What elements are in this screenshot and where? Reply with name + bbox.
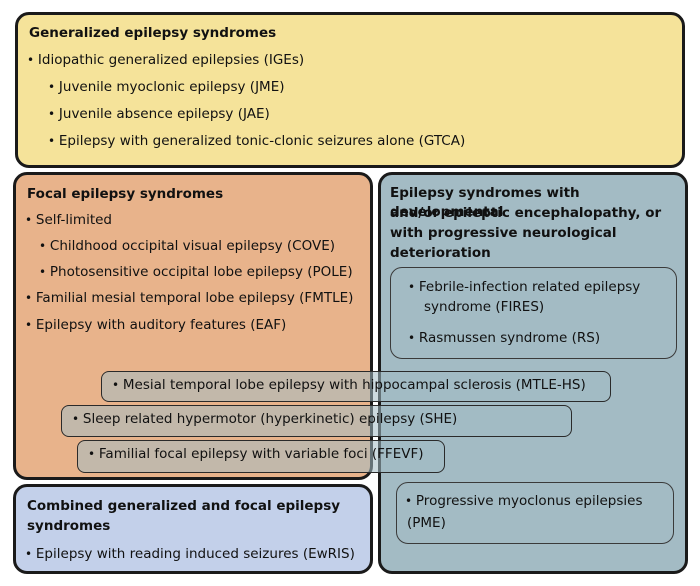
generalized-item-jme: • Juvenile myoclonic epilepsy (JME) (48, 79, 285, 95)
dee-title-line-2: and/or epileptic encephalopathy, or (390, 205, 662, 221)
dee-item-fires-line-1: • Febrile-infection related epilepsy (408, 279, 641, 295)
focal-item-self-limited: • Self-limited (25, 212, 112, 228)
dee-title-line-1: Epilepsy syndromes with developmental (390, 185, 580, 220)
bullet-icon: • (25, 318, 36, 332)
bullet-icon: • (408, 331, 419, 345)
pme-line-1: • Progressive myoclonus epilepsies (405, 493, 643, 509)
bullet-icon: • (88, 447, 99, 461)
dee-item-fires-line-2: syndrome (FIRES) (424, 299, 545, 315)
combined-title-line-1: Combined generalized and focal epilepsy (27, 498, 341, 514)
bullet-icon: • (27, 53, 38, 67)
dee-title-line-4: deterioration (390, 245, 491, 261)
bullet-icon: • (25, 291, 36, 305)
overlap-item-mtle-hs: • Mesial temporal lobe epilepsy with hip… (101, 371, 611, 402)
bullet-icon: • (25, 213, 36, 227)
generalized-title: Generalized epilepsy syndromes (29, 25, 277, 41)
dee-item-rs: • Rasmussen syndrome (RS) (408, 330, 601, 346)
focal-item-fmtle: • Familial mesial temporal lobe epilepsy… (25, 290, 354, 306)
combined-item-ewris: • Epilepsy with reading induced seizures… (25, 546, 355, 562)
bullet-icon: • (39, 239, 50, 253)
generalized-syndromes-box: Generalized epilepsy syndromes • Idiopat… (15, 12, 685, 168)
bullet-icon: • (39, 265, 50, 279)
focal-item-eaf: • Epilepsy with auditory features (EAF) (25, 317, 287, 333)
pme-line-2: (PME) (407, 515, 446, 531)
combined-syndromes-box: Combined generalized and focal epilepsy … (13, 484, 373, 574)
bullet-icon: • (408, 280, 419, 294)
focal-item-pole: • Photosensitive occipital lobe epilepsy… (39, 264, 353, 280)
overlap-item-ffevf: • Familial focal epilepsy with variable … (77, 440, 445, 473)
bullet-icon: • (112, 378, 123, 392)
focal-title: Focal epilepsy syndromes (27, 186, 224, 202)
focal-item-cove: • Childhood occipital visual epilepsy (C… (39, 238, 336, 254)
dee-inner-group: • Febrile-infection related epilepsy syn… (390, 267, 677, 359)
bullet-icon: • (405, 494, 416, 508)
generalized-item-ige: • Idiopathic generalized epilepsies (IGE… (27, 52, 305, 68)
combined-title-line-2: syndromes (27, 518, 111, 534)
generalized-item-jae: • Juvenile absence epilepsy (JAE) (48, 106, 270, 122)
overlap-item-she: • Sleep related hypermotor (hyperkinetic… (61, 405, 572, 437)
bullet-icon: • (72, 412, 83, 426)
bullet-icon: • (48, 134, 59, 148)
dee-title-line-3: with progressive neurological (390, 225, 617, 241)
bullet-icon: • (48, 107, 59, 121)
pme-group: • Progressive myoclonus epilepsies (PME) (396, 482, 674, 544)
bullet-icon: • (25, 547, 36, 561)
bullet-icon: • (48, 80, 59, 94)
generalized-item-gtca: • Epilepsy with generalized tonic-clonic… (48, 133, 466, 149)
